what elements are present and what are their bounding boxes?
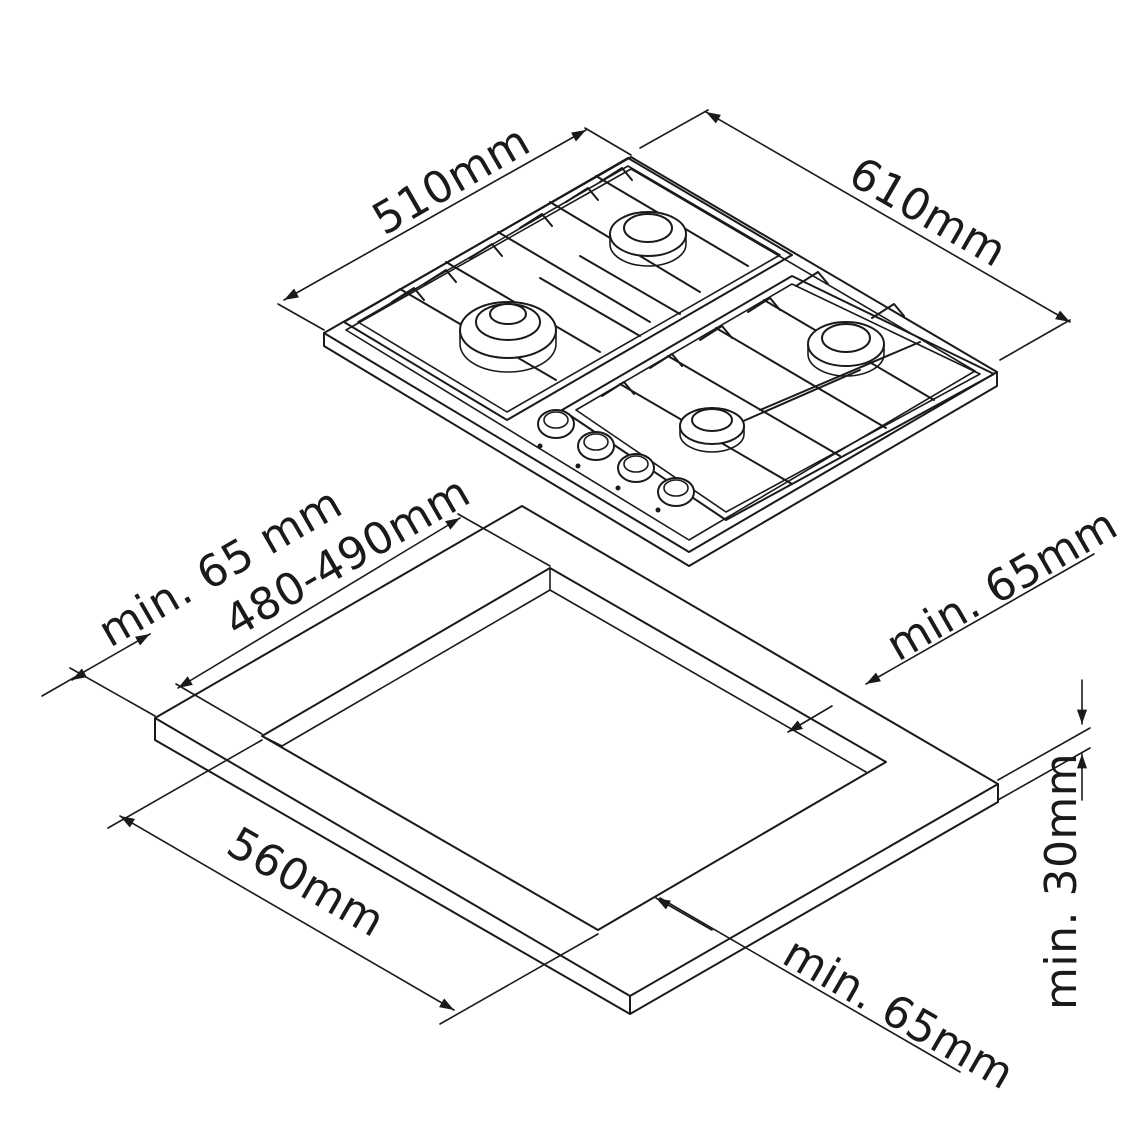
knob-3 (615, 453, 655, 491)
dim-line-min65-right (865, 553, 1095, 685)
dim-line-min65-bottom (655, 897, 713, 931)
label-min65-bottom: min. 65mm (775, 927, 1023, 1100)
dim-line-560 (119, 815, 455, 1011)
knob-2 (575, 431, 615, 469)
hob-dimension-lines (277, 109, 1071, 361)
dim-line-480-490 (177, 517, 461, 689)
dim-line-610 (705, 111, 1071, 323)
dim-line-510 (283, 129, 587, 301)
knob-1 (537, 409, 575, 449)
burner-wok (459, 301, 557, 373)
knob-4 (655, 477, 695, 513)
burner-back (609, 211, 687, 267)
burner-right (807, 321, 885, 377)
label-min30: min. 30mm (1036, 753, 1087, 1010)
control-knobs (537, 409, 695, 513)
label-min65-back: min. 65mm (878, 499, 1126, 672)
worktop-dimension-lines (41, 513, 1095, 1073)
label-610: 610mm (841, 147, 1016, 277)
burner-front (679, 407, 745, 453)
dim-line-min65-left (41, 633, 151, 697)
